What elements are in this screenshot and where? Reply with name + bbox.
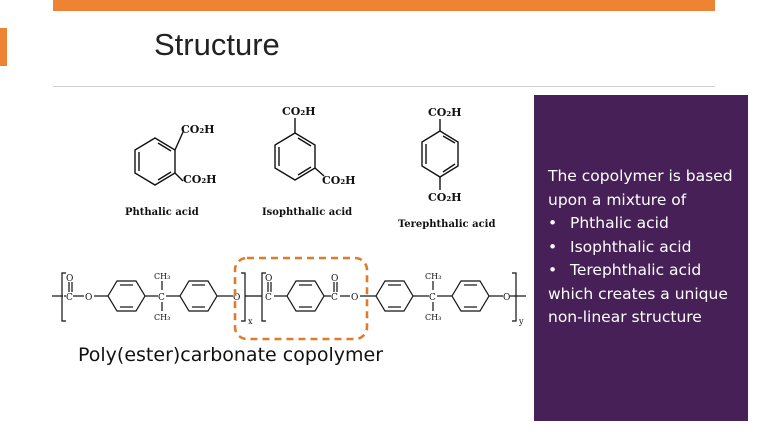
terephthalic-bottom-group: CO₂H bbox=[428, 191, 462, 204]
phthalic-top-group: CO₂H bbox=[181, 123, 215, 136]
terephthalic-acid-label: Terephthalic acid bbox=[398, 219, 495, 230]
methyl-top-1: CH₃ bbox=[154, 272, 170, 281]
ester-carbon-1: C bbox=[265, 293, 272, 303]
polymer-backbone bbox=[52, 272, 526, 322]
top-accent-bar bbox=[53, 0, 715, 11]
subscript-x: x bbox=[248, 317, 253, 326]
methyl-top-2: CH₃ bbox=[425, 272, 441, 281]
subscript-y: y bbox=[518, 317, 524, 326]
chemical-structures: CO₂H CO₂H Phthalic acid CO₂H CO₂H Isopht… bbox=[52, 105, 526, 341]
phthalic-bottom-group: CO₂H bbox=[183, 173, 217, 186]
acid-list: Phthalic acid Isophthalic acid Terephtha… bbox=[548, 212, 744, 283]
panel-text: The copolymer is based upon a mixture of… bbox=[548, 165, 744, 330]
methyl-bottom-1: CH₃ bbox=[154, 313, 170, 322]
isophthalic-acid-label: Isophthalic acid bbox=[262, 207, 352, 218]
panel-intro: The copolymer is based upon a mixture of bbox=[548, 167, 733, 209]
acid-list-item: Terephthalic acid bbox=[548, 259, 744, 283]
bisphenol-oxygen-2: O bbox=[503, 293, 510, 303]
isopropylidene-carbon-1: C bbox=[158, 293, 165, 303]
title-divider bbox=[53, 86, 715, 87]
phthalic-acid-label: Phthalic acid bbox=[125, 207, 199, 218]
isophthalic-side-group: CO₂H bbox=[322, 174, 356, 187]
ester-carbon-2: C bbox=[331, 293, 338, 303]
carbonate-carbon: C bbox=[66, 293, 73, 303]
carbonate-oxygen-double: O bbox=[66, 274, 73, 284]
panel-outro: which creates a unique non-linear struct… bbox=[548, 284, 728, 327]
ester-oxygen-double-1: O bbox=[265, 274, 272, 284]
terephthalic-top-group: CO₂H bbox=[428, 106, 462, 119]
description-panel: The copolymer is based upon a mixture of… bbox=[534, 95, 748, 421]
carbonate-oxygen-link: O bbox=[85, 293, 92, 303]
isophthalic-acid-structure bbox=[274, 118, 325, 181]
side-accent-mark bbox=[0, 28, 7, 66]
slide-title: Structure bbox=[154, 27, 280, 62]
isopropylidene-carbon-2: C bbox=[429, 293, 436, 303]
ester-segment-highlight bbox=[233, 256, 369, 341]
phthalic-acid-structure bbox=[134, 131, 184, 186]
methyl-bottom-2: CH₃ bbox=[425, 313, 441, 322]
isophthalic-top-group: CO₂H bbox=[282, 105, 316, 118]
bisphenol-oxygen-1: O bbox=[233, 293, 240, 303]
terephthalic-acid-structure bbox=[421, 119, 459, 190]
ester-oxygen-double-2: O bbox=[331, 274, 338, 284]
acid-list-item: Isophthalic acid bbox=[548, 236, 744, 260]
ester-oxygen-link: O bbox=[351, 293, 358, 303]
acid-list-item: Phthalic acid bbox=[548, 212, 744, 236]
polymer-caption: Poly(ester)carbonate copolymer bbox=[78, 344, 384, 366]
